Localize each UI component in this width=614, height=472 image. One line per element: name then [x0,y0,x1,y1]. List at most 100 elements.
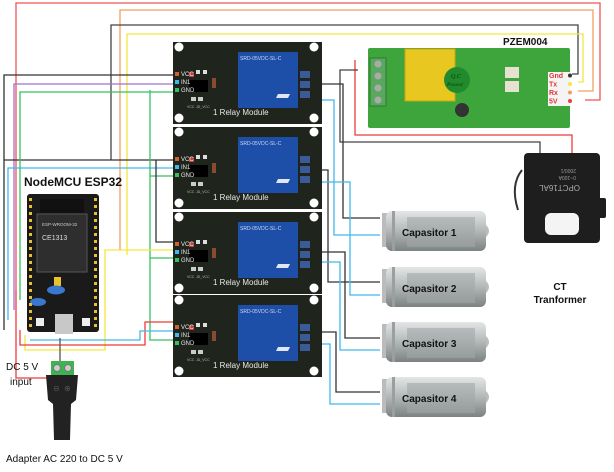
relay-pin-in1[interactable] [175,80,179,84]
esp32-pin-headers [29,198,97,327]
esp32-pin [94,247,97,250]
relay-pin-label: IN1 [181,333,191,339]
esp32-pin [29,268,32,271]
wire-red-5v-top [15,2,601,290]
esp32-pin [94,261,97,264]
esp32-reset-button[interactable] [30,298,46,306]
mounting-hole [309,295,319,305]
pzem-pin-gnd[interactable]: Gnd [549,73,563,80]
relay-pin-gnd[interactable] [175,173,179,177]
esp32-pin [29,296,32,299]
mounting-hole [174,212,184,222]
wire-relay4-cyan [320,343,380,405]
relay-pin-vcc[interactable] [175,325,179,329]
relay-output-terminal [300,156,310,163]
relay-pin-label: VCC [181,72,194,78]
relay-logo-icon [276,347,290,351]
ct-body [524,153,600,243]
ct-label-1: CT [553,282,566,293]
pzem-screw [374,84,382,92]
esp32-pin [29,310,32,313]
optocoupler [189,333,208,345]
relay-pin-gnd[interactable] [175,88,179,92]
esp32-pin [29,226,32,229]
pzem-pin-rx[interactable]: Rx [549,90,558,97]
wire-relay1-black [320,83,380,219]
esp32-en-button[interactable] [36,318,44,326]
optocoupler [189,80,208,92]
relay-output-terminal [300,71,310,78]
pzem-pin-5v[interactable]: 5V [549,99,558,106]
wire-red-pzem-ct [354,60,573,160]
relay-pin-vcc[interactable] [175,157,179,161]
esp32-pin [94,254,97,257]
relay-output-terminal [300,251,310,258]
relay-pin-vcc[interactable] [175,72,179,76]
pzem-electrolytic-cap [455,103,469,117]
esp32-pin [29,247,32,250]
dc-input-label-1: DC 5 V [6,362,39,373]
capacitor-sticker [407,273,475,303]
wire-black-gnd [110,24,579,160]
power-led [189,325,194,330]
smd-resistor [196,70,200,74]
jumper-label-vcc: VCC [187,190,195,194]
capacitor-terminals [382,269,388,303]
esp32-pin [94,324,97,327]
esp32-pin [94,296,97,299]
relay-pin-in1[interactable] [175,333,179,337]
esp32-regulator [54,277,61,286]
esp32-pin [94,317,97,320]
relay-output-terminal [300,176,310,183]
optocoupler [189,165,208,177]
capacitor-terminals [382,379,388,413]
jumper-label-vcc: VCC [187,358,195,362]
esp32-pin [29,198,32,201]
capacitor-terminals [382,324,388,358]
esp32-label: NodeMCU ESP32 [24,175,122,189]
esp32-pin [29,233,32,236]
capacitor-end-cap [486,391,489,403]
capacitor-end-cap [486,225,489,237]
power-led [189,242,194,247]
esp32-pin [94,226,97,229]
esp32-pin [94,219,97,222]
wire-green-gnd-1 [19,91,180,300]
esp32-usb-port [55,314,73,334]
capacitor-end-cap [486,281,489,293]
capacitor-rim [392,322,395,362]
pzem-pin-tx[interactable]: Tx [549,82,557,89]
relay-pin-in1[interactable] [175,165,179,169]
esp32-pin [29,317,32,320]
pzem-pin-dot [568,82,572,86]
jumper-pin [191,267,196,271]
ct-range-text: 0~100A [558,174,576,180]
esp32-pin [29,324,32,327]
wire-relay3-cyan [320,261,380,351]
esp32-io0-button[interactable] [82,318,90,326]
esp32-chip-text: ESP-WROOM-32 [42,222,78,227]
esp32-boot-button[interactable] [47,285,65,295]
mounting-hole [174,295,184,305]
ct-transformer: OPCT16AL 0~100A 2000/1 CT Tranformer [513,153,606,306]
jumper-pin [191,350,196,354]
relay-pin-gnd[interactable] [175,258,179,262]
capacitor-label: Capasitor 3 [402,339,457,350]
relay-module-label: 1 Relay Module [213,193,269,202]
relay-output-terminal [300,334,310,341]
smd-resistor [203,70,207,74]
esp32-pin [29,282,32,285]
capacitor: Capasitor 1 [382,211,489,251]
jumper-label-jdvcc: JD_VCC [196,358,210,362]
relay-pin-gnd[interactable] [175,341,179,345]
wire-relay2-cyan [320,181,380,296]
esp32-pin [94,289,97,292]
relay-pin-label: VCC [181,157,194,163]
smd-resistor [203,240,207,244]
relay-pin-in1[interactable] [175,250,179,254]
relay-pin-vcc[interactable] [175,242,179,246]
relay-pin-label: GND [181,341,195,347]
